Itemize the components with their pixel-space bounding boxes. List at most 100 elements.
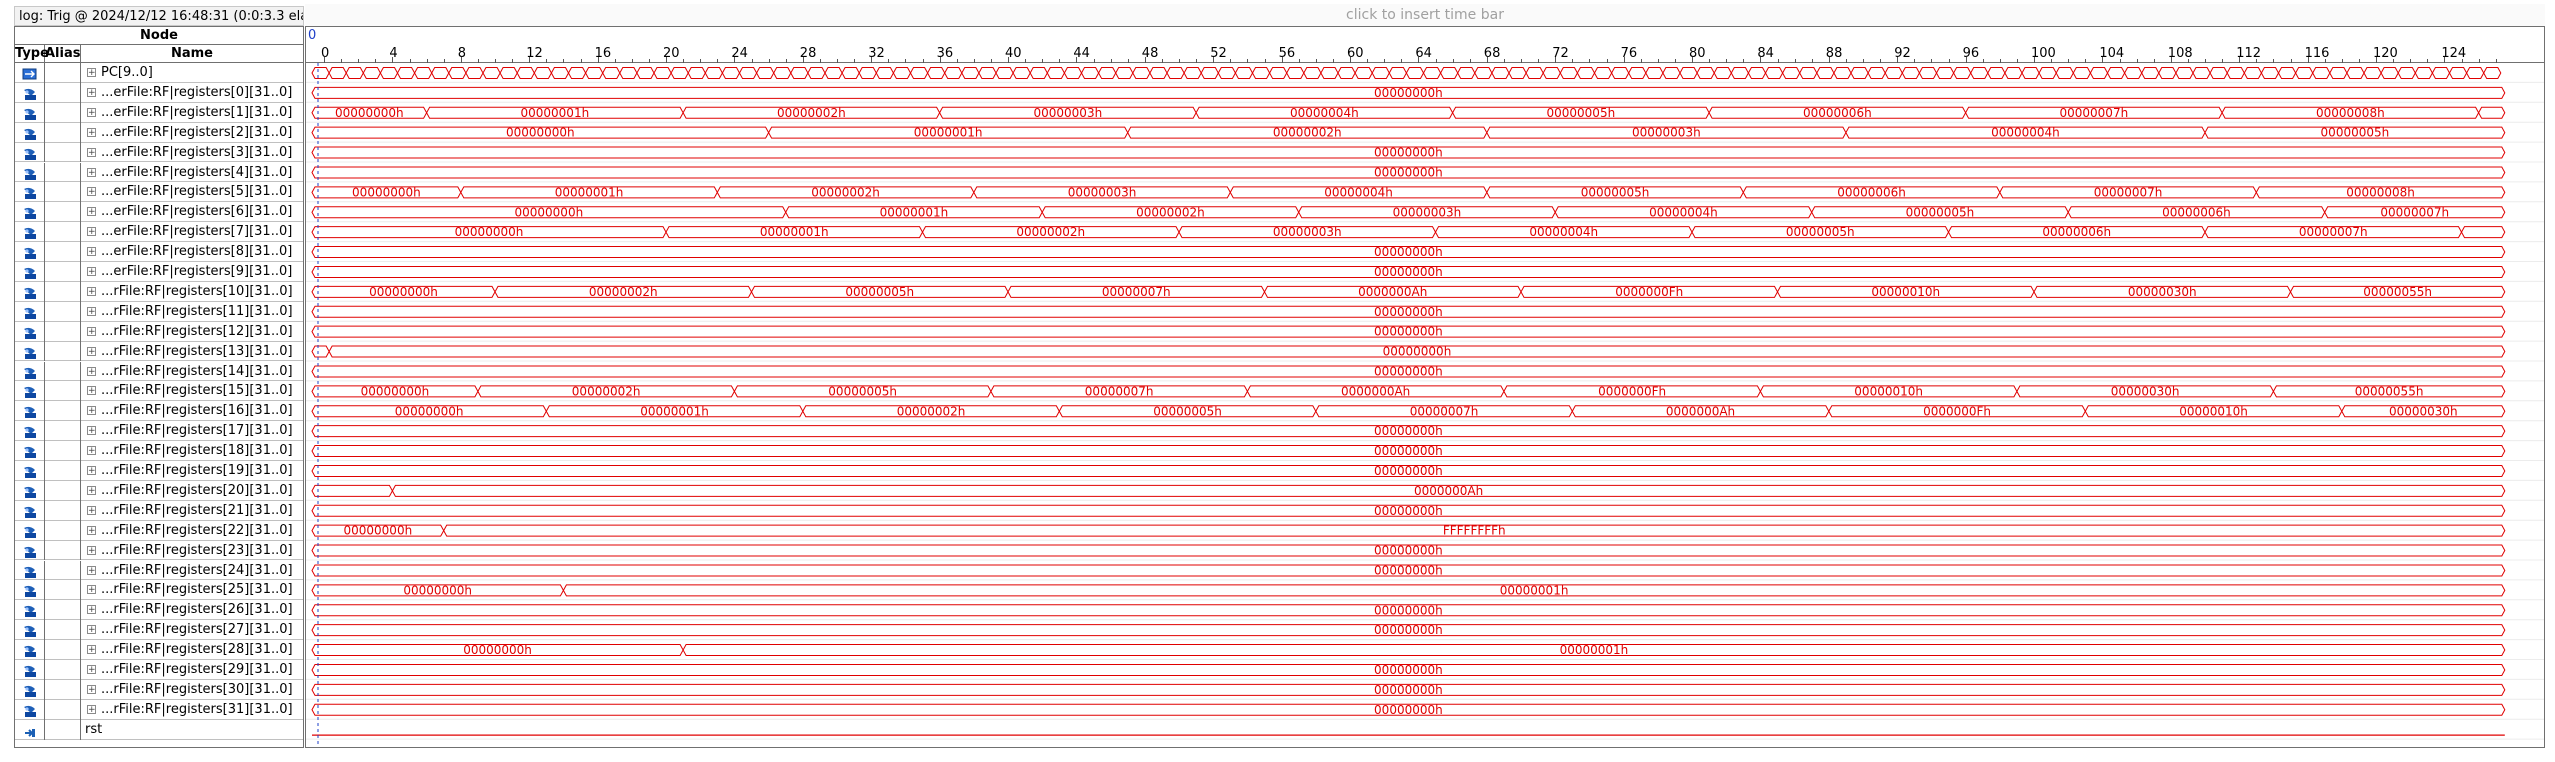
signal-row[interactable]: +...rFile:RF|registers[18][31..0]: [15, 441, 303, 461]
expand-icon[interactable]: +: [87, 68, 96, 78]
expand-icon[interactable]: +: [87, 625, 96, 636]
time-tick: [2102, 57, 2104, 63]
signal-row[interactable]: +...erFile:RF|registers[6][31..0]: [15, 202, 303, 223]
expand-icon[interactable]: +: [87, 227, 96, 238]
expand-icon[interactable]: +: [87, 704, 96, 715]
expand-icon[interactable]: +: [87, 645, 96, 656]
expand-icon[interactable]: +: [87, 505, 96, 516]
signal-row[interactable]: +...erFile:RF|registers[2][31..0]: [15, 122, 303, 143]
signal-row[interactable]: +...erFile:RF|registers[8][31..0]: [15, 242, 303, 262]
signal-row[interactable]: +...rFile:RF|registers[16][31..0]: [15, 401, 303, 422]
signal-row[interactable]: +...erFile:RF|registers[0][31..0]: [15, 82, 303, 103]
signal-row[interactable]: +...rFile:RF|registers[26][31..0]: [15, 600, 303, 621]
type-column-header[interactable]: Type: [15, 45, 49, 63]
bus-value-label: 00000007h: [2060, 106, 2129, 120]
expand-icon[interactable]: +: [87, 346, 96, 357]
alias-cell: [45, 540, 81, 561]
signal-row[interactable]: +...rFile:RF|registers[28][31..0]: [15, 640, 303, 660]
signal-row[interactable]: +...rFile:RF|registers[22][31..0]: [15, 520, 303, 541]
expand-icon[interactable]: +: [87, 684, 96, 695]
signal-row[interactable]: +...erFile:RF|registers[3][31..0]: [15, 142, 303, 163]
signal-row[interactable]: +...rFile:RF|registers[24][31..0]: [15, 560, 303, 581]
insert-time-bar[interactable]: click to insert time bar: [305, 4, 2545, 27]
name-column-header[interactable]: Name: [81, 45, 303, 63]
expand-icon[interactable]: +: [87, 545, 96, 556]
expand-icon[interactable]: +: [87, 306, 96, 317]
bus-value-shape: [391, 484, 2506, 497]
bus-value-shape: [875, 66, 894, 79]
bus-value-shape: [721, 66, 741, 79]
signal-row[interactable]: +...rFile:RF|registers[13][31..0]: [15, 341, 303, 362]
bus-value-label: 0000000Fh: [1923, 404, 1991, 418]
expand-icon[interactable]: +: [87, 446, 96, 457]
expand-icon[interactable]: +: [87, 665, 96, 675]
expand-icon[interactable]: +: [87, 426, 96, 437]
signal-row[interactable]: +...erFile:RF|registers[5][31..0]: [15, 182, 303, 203]
signal-row[interactable]: +...rFile:RF|registers[15][31..0]: [15, 381, 303, 402]
signal-row[interactable]: +...rFile:RF|registers[17][31..0]: [15, 421, 303, 442]
bus-value-label: 00000030h: [2389, 404, 2458, 418]
signal-row[interactable]: +...rFile:RF|registers[14][31..0]: [15, 361, 303, 382]
expand-icon[interactable]: +: [87, 565, 96, 576]
expand-icon[interactable]: +: [87, 87, 96, 98]
signal-row[interactable]: +...erFile:RF|registers[9][31..0]: [15, 262, 303, 282]
signal-row[interactable]: +...rFile:RF|registers[23][31..0]: [15, 540, 303, 561]
signal-row[interactable]: +...rFile:RF|registers[12][31..0]: [15, 321, 303, 342]
expand-icon[interactable]: +: [87, 187, 96, 198]
time-tick: [2341, 59, 2343, 63]
register-bus-icon: [22, 225, 38, 240]
expand-icon[interactable]: +: [87, 326, 96, 337]
expand-icon[interactable]: +: [87, 167, 96, 178]
bus-value-shape: [1918, 66, 1938, 79]
alias-cell: [45, 102, 81, 123]
signal-row[interactable]: +PC[9..0]: [15, 63, 303, 83]
expand-icon[interactable]: +: [87, 605, 96, 616]
time-tick: [717, 59, 719, 63]
bus-value-shape: [927, 66, 946, 79]
expand-icon[interactable]: +: [87, 366, 96, 377]
signal-row[interactable]: +...erFile:RF|registers[7][31..0]: [15, 222, 303, 243]
bus-value-shape: [311, 325, 2506, 338]
signal-row[interactable]: +...rFile:RF|registers[20][31..0]: [15, 480, 303, 501]
expand-icon[interactable]: +: [87, 386, 96, 397]
expand-icon[interactable]: +: [87, 247, 96, 258]
signal-row[interactable]: +...rFile:RF|registers[19][31..0]: [15, 461, 303, 481]
expand-icon[interactable]: +: [87, 207, 96, 218]
type-cell: [15, 262, 45, 282]
expand-icon[interactable]: +: [87, 147, 96, 158]
signal-row[interactable]: +...rFile:RF|registers[10][31..0]: [15, 281, 303, 302]
signal-row[interactable]: +...rFile:RF|registers[30][31..0]: [15, 679, 303, 700]
expand-icon[interactable]: +: [87, 267, 96, 277]
time-tick: [751, 59, 753, 63]
expand-icon[interactable]: +: [87, 107, 96, 118]
signal-row[interactable]: rst: [15, 719, 303, 740]
bus-value-label: 0000000Ah: [1414, 484, 1483, 498]
signal-row[interactable]: +...rFile:RF|registers[29][31..0]: [15, 660, 303, 680]
expand-icon[interactable]: +: [87, 286, 96, 297]
expand-icon[interactable]: +: [87, 127, 96, 138]
bus-value-shape: [1115, 66, 1134, 79]
alias-column-header[interactable]: Alias: [45, 45, 81, 63]
signal-row[interactable]: +...rFile:RF|registers[31][31..0]: [15, 699, 303, 720]
signal-row[interactable]: +...rFile:RF|registers[11][31..0]: [15, 301, 303, 322]
alias-cell: [45, 182, 81, 203]
time-tick-label: 100: [2031, 46, 2056, 61]
expand-icon[interactable]: +: [87, 406, 96, 417]
bus-value-label: 00000003h: [1393, 205, 1462, 219]
signal-row[interactable]: +...erFile:RF|registers[1][31..0]: [15, 102, 303, 123]
signal-row[interactable]: +...rFile:RF|registers[27][31..0]: [15, 620, 303, 641]
node-header: Node: [15, 27, 303, 45]
expand-icon[interactable]: +: [87, 485, 96, 496]
expand-icon[interactable]: +: [87, 466, 96, 476]
bus-value-shape: [533, 66, 552, 79]
bus-value-shape: [1987, 66, 2006, 79]
signal-row[interactable]: +...rFile:RF|registers[25][31..0]: [15, 580, 303, 601]
bus-value-shape: [2141, 66, 2160, 79]
expand-icon[interactable]: +: [87, 585, 96, 596]
expand-icon[interactable]: +: [87, 525, 96, 536]
signal-row[interactable]: +...rFile:RF|registers[21][31..0]: [15, 500, 303, 521]
signal-row[interactable]: +...erFile:RF|registers[4][31..0]: [15, 162, 303, 183]
